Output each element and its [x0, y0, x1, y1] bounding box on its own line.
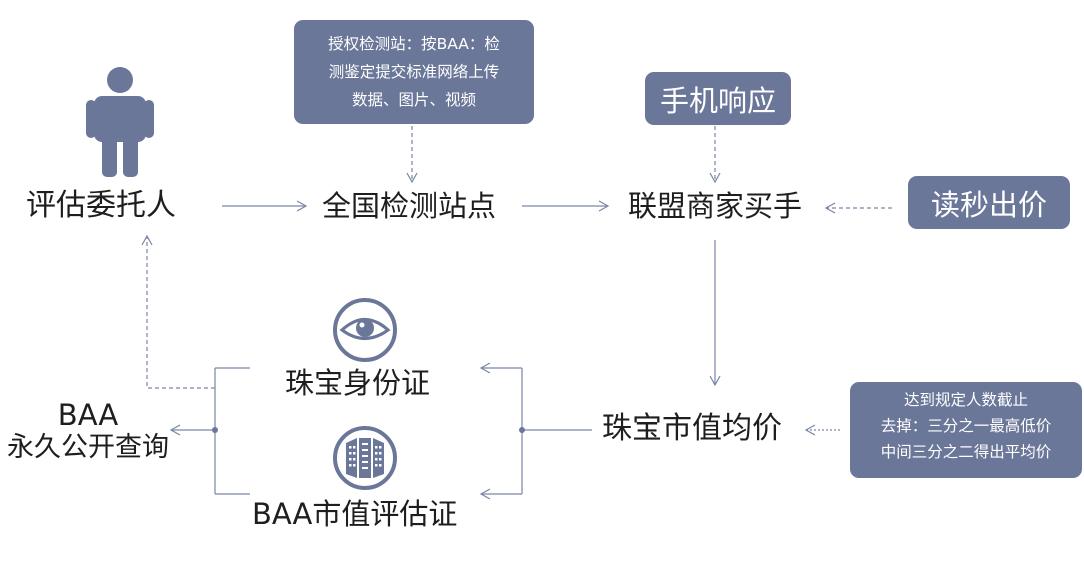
rule-note-line-3: 中间三分之二得出平均价: [880, 443, 1052, 461]
eye-icon: [333, 298, 397, 362]
baa-query-line2: 永久公开查询: [7, 432, 169, 463]
mobile-response-box: 手机响应: [645, 72, 791, 125]
node-baa-query: BAA 永久公开查询: [0, 400, 176, 466]
node-market-average: 珠宝市值均价: [602, 411, 782, 446]
countdown-bid-box: 读秒出价: [908, 176, 1070, 229]
person-icon: [86, 67, 154, 177]
node-client: 评估委托人: [26, 188, 176, 223]
baa-query-line1: BAA: [57, 398, 119, 432]
node-id-card: 珠宝身份证: [285, 366, 431, 400]
rule-note-line-2: 去掉：三分之一最高低价: [880, 417, 1052, 435]
station-note-box: 授权检测站：按BAA：检 测鉴定提交标准网络上传 数据、图片、视频: [294, 20, 534, 124]
station-note-line-1: 授权检测站：按BAA：检: [328, 35, 500, 53]
arrow-back-to-client: [141, 234, 215, 389]
rule-note-line-1: 达到规定人数截止: [903, 391, 1028, 409]
station-note-line-3: 数据、图片、视频: [351, 91, 476, 109]
node-baa-certificate: BAA市值评估证: [252, 497, 458, 531]
station-note-line-2: 测鉴定提交标准网络上传: [328, 63, 500, 81]
certificate-icon: [333, 426, 397, 490]
node-station: 全国检测站点: [322, 189, 497, 223]
node-buyers: 联盟商家买手: [628, 189, 803, 223]
rule-note-box: 达到规定人数截止 去掉：三分之一最高低价 中间三分之二得出平均价: [850, 382, 1082, 478]
